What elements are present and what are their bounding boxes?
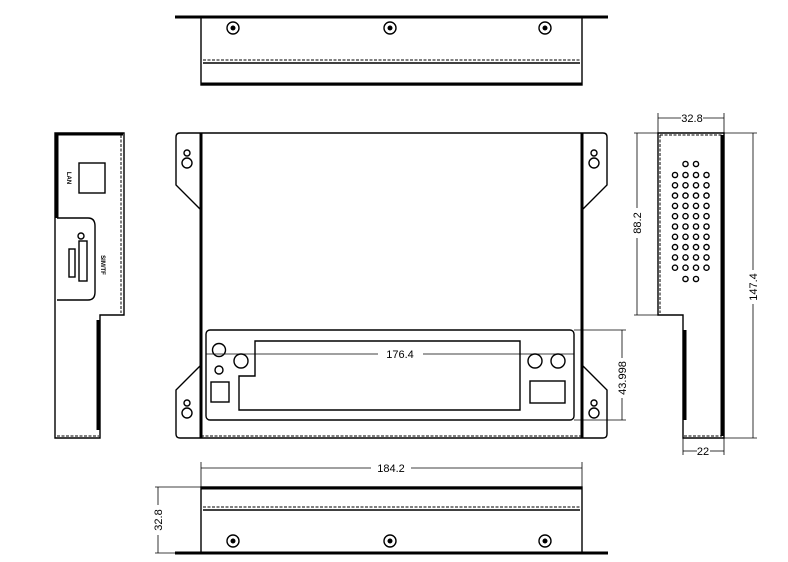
vent-hole	[692, 243, 700, 251]
vent-hole	[703, 243, 710, 251]
dim-43-998: 43.998	[617, 361, 629, 395]
vent-hole	[671, 264, 679, 272]
sim-slot	[78, 240, 88, 282]
vent-hole	[703, 233, 710, 241]
vent-holes	[671, 160, 710, 283]
screw-icon	[226, 534, 240, 548]
vent-hole	[682, 181, 689, 189]
vent-hole	[682, 192, 689, 199]
vent-hole	[671, 212, 679, 220]
vent-hole	[671, 233, 679, 241]
screw-icon	[383, 21, 397, 35]
vent-hole	[692, 223, 700, 230]
keyhole-icon	[181, 149, 193, 169]
vent-hole	[703, 202, 710, 210]
vent-hole	[671, 223, 679, 230]
vent-hole	[692, 202, 700, 210]
vent-hole	[682, 264, 689, 272]
dim-184-2: 184.2	[377, 463, 405, 475]
vent-hole	[692, 181, 700, 189]
dim-176-4: 176.4	[386, 349, 414, 361]
screw-icon	[538, 534, 552, 548]
vent-hole	[682, 171, 689, 179]
lan-label: LAN	[65, 172, 71, 184]
bottom-view: 184.2 32.8	[153, 462, 608, 555]
keyhole-icon	[181, 399, 193, 419]
vent-hole	[682, 243, 689, 251]
vent-hole	[682, 223, 689, 230]
front-view: 176.4 43.998	[175, 132, 629, 439]
dim-147-4: 147.4	[748, 273, 760, 301]
lan-port	[78, 162, 106, 194]
vent-hole	[692, 264, 700, 272]
vent-hole	[692, 192, 700, 199]
vent-hole	[703, 212, 710, 220]
vent-hole	[703, 181, 710, 189]
dim-88-2: 88.2	[632, 212, 644, 233]
vent-hole	[671, 254, 679, 261]
vent-hole	[682, 160, 689, 168]
vent-hole	[692, 275, 700, 283]
vent-hole	[692, 160, 700, 168]
screw-icon	[226, 21, 240, 35]
vent-hole	[671, 192, 679, 199]
vent-hole	[682, 202, 689, 210]
vent-hole	[682, 233, 689, 241]
vent-hole	[703, 223, 710, 230]
vent-hole	[671, 243, 679, 251]
vent-hole	[671, 171, 679, 179]
keyhole-icon	[588, 399, 600, 419]
vent-hole	[671, 202, 679, 210]
vent-hole	[692, 254, 700, 261]
dim-32-8-top: 32.8	[681, 113, 702, 125]
vent-hole	[703, 264, 710, 272]
vent-hole	[692, 212, 700, 220]
vent-hole	[682, 254, 689, 261]
sim-tf-label: SIM/TF	[99, 255, 105, 275]
left-side-view: LAN SIM/TF	[54, 132, 125, 439]
dim-32-8-bottom: 32.8	[153, 509, 165, 530]
vent-hole	[692, 233, 700, 241]
vent-hole	[682, 275, 689, 283]
screw-icon	[538, 21, 552, 35]
vent-hole	[671, 181, 679, 189]
vent-hole	[703, 254, 710, 261]
keyhole-icon	[588, 149, 600, 169]
vent-hole	[703, 192, 710, 199]
vent-hole	[682, 212, 689, 220]
dim-22: 22	[697, 446, 709, 458]
vent-hole	[692, 171, 700, 179]
vent-hole	[703, 171, 710, 179]
screw-icon	[383, 534, 397, 548]
top-view	[175, 15, 608, 86]
right-side-view: 32.8 88.2 147.4 22	[632, 113, 760, 458]
